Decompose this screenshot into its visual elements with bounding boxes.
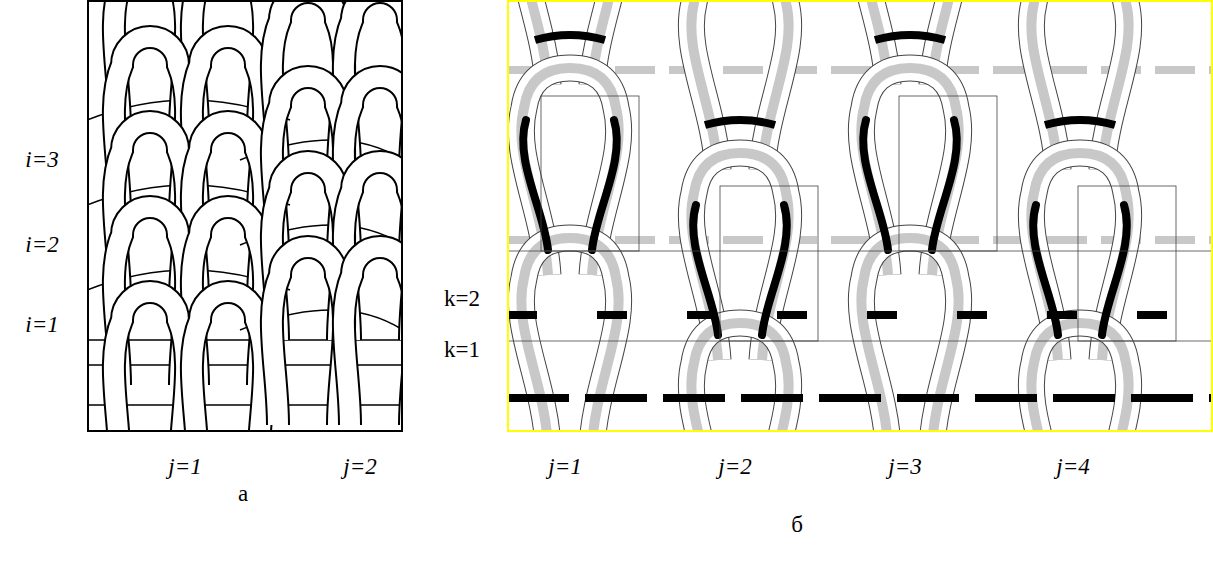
column-index: j=4: [1056, 454, 1089, 479]
course-index: k=1: [444, 337, 480, 362]
row-index: i=2: [25, 232, 58, 257]
row-index: i=1: [25, 312, 58, 337]
row-index: i=3: [25, 147, 58, 172]
panel-letter: б: [791, 512, 803, 537]
column-index: j=2: [718, 454, 751, 479]
panel-b-loops: [507, 0, 1213, 432]
column-index: j=2: [343, 454, 376, 479]
column-index: j=1: [168, 454, 201, 479]
course-index: k=2: [444, 286, 480, 311]
column-index: j=1: [548, 454, 581, 479]
panel-letter: а: [238, 481, 248, 506]
panel-a-loops: [87, 0, 403, 432]
column-index: j=3: [888, 454, 921, 479]
